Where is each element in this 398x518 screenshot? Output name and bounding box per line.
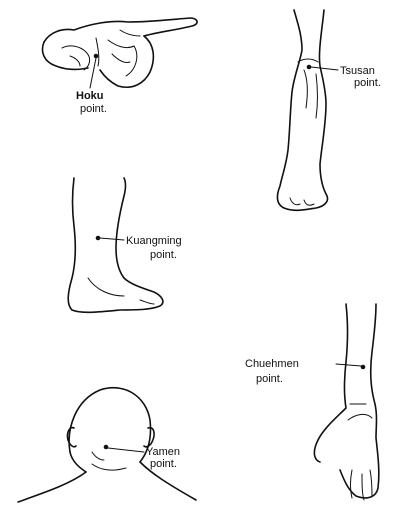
yamen-point-marker bbox=[104, 445, 144, 452]
forearm-hand-figure bbox=[314, 304, 378, 500]
hoku-point-marker bbox=[90, 54, 98, 88]
hand-figure bbox=[43, 18, 198, 87]
kuangming-point-marker bbox=[96, 236, 124, 241]
chuehmen-point-marker bbox=[336, 364, 365, 369]
leg-front-figure bbox=[277, 10, 327, 210]
tsusan-point-marker bbox=[307, 65, 338, 70]
head-back-figure bbox=[18, 388, 196, 502]
